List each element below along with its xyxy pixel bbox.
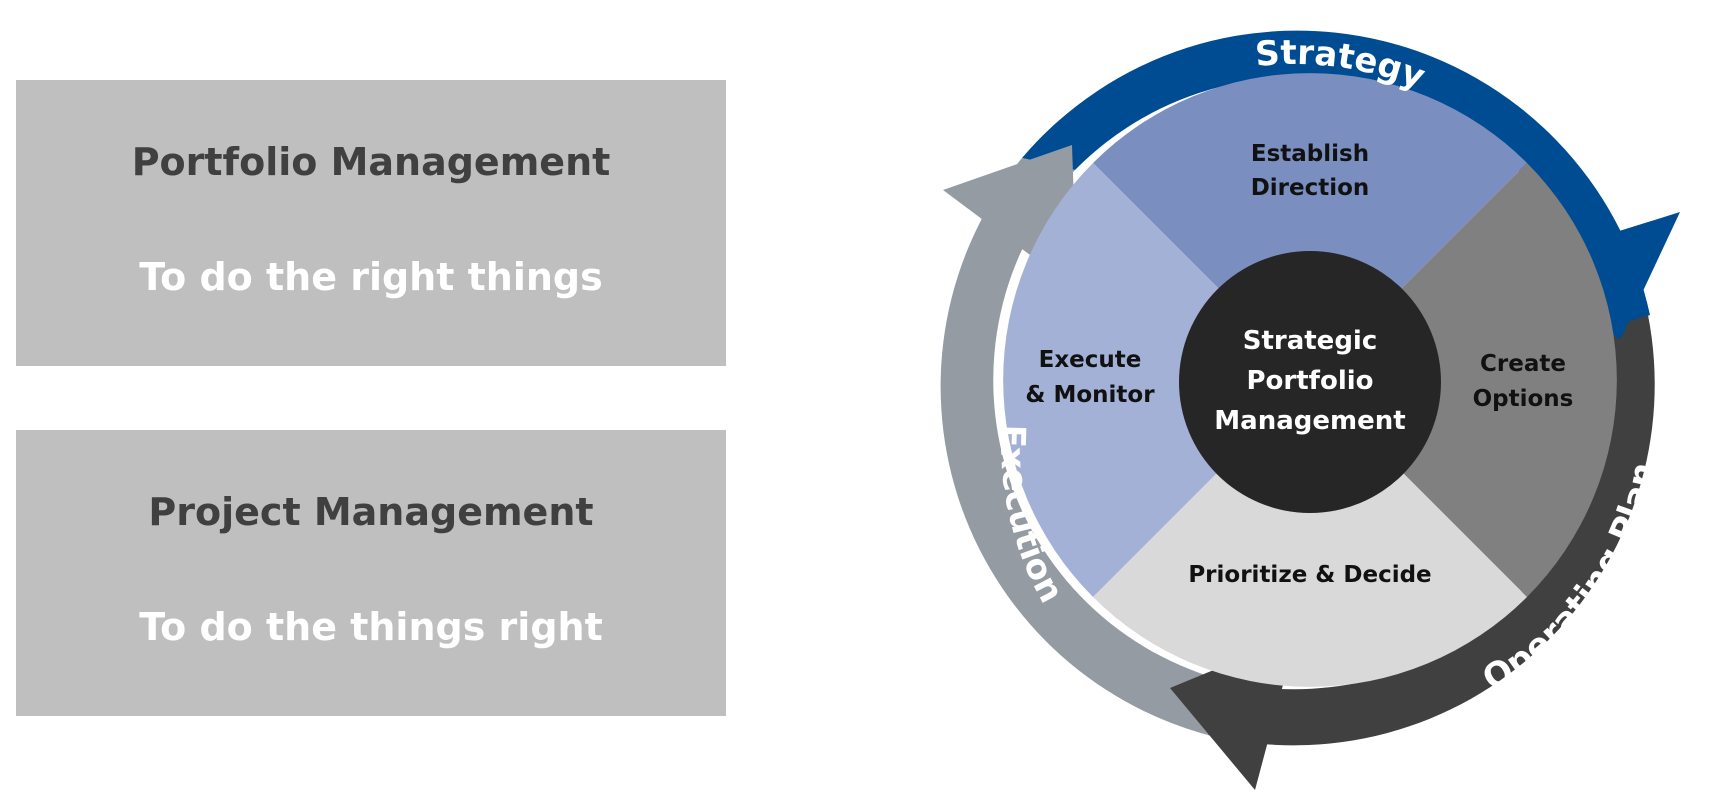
center-label-line-2: Portfolio xyxy=(1246,366,1373,396)
execute-monitor-label-line-1: Execute xyxy=(1039,347,1142,373)
execute-monitor-label-line-2: & Monitor xyxy=(1025,382,1155,408)
execute-monitor-quadrant xyxy=(1003,163,1310,597)
establish-direction-label-line-1: Establish xyxy=(1251,141,1369,167)
operating-plan-ring-segment xyxy=(1208,315,1655,746)
portfolio-management-title: Portfolio Management xyxy=(131,140,611,184)
execution-ring-segment xyxy=(940,158,1238,735)
strategy-ring-segment xyxy=(1022,30,1650,331)
portfolio-management-panel: Portfolio Management To do the right thi… xyxy=(16,80,726,366)
create-options-label-line-2: Options xyxy=(1473,386,1574,412)
portfolio-management-subtitle: To do the right things xyxy=(139,255,603,299)
establish-direction-quadrant xyxy=(1093,73,1527,381)
center-label-line-3: Management xyxy=(1214,406,1405,436)
center-label-line-1: Strategic xyxy=(1243,326,1378,356)
create-options-label-line-1: Create xyxy=(1480,351,1566,377)
project-management-subtitle: To do the things right xyxy=(139,605,603,649)
establish-direction-label-line-2: Direction xyxy=(1251,175,1370,201)
prioritize-decide-quadrant xyxy=(1093,380,1527,687)
prioritize-decide-label: Prioritize & Decide xyxy=(1188,562,1431,588)
strategy-arrow-head xyxy=(1520,212,1680,340)
project-management-title: Project Management xyxy=(148,490,594,534)
center-circle xyxy=(1179,251,1441,513)
project-management-panel: Project Management To do the things righ… xyxy=(16,430,726,716)
create-options-quadrant xyxy=(1310,163,1617,597)
